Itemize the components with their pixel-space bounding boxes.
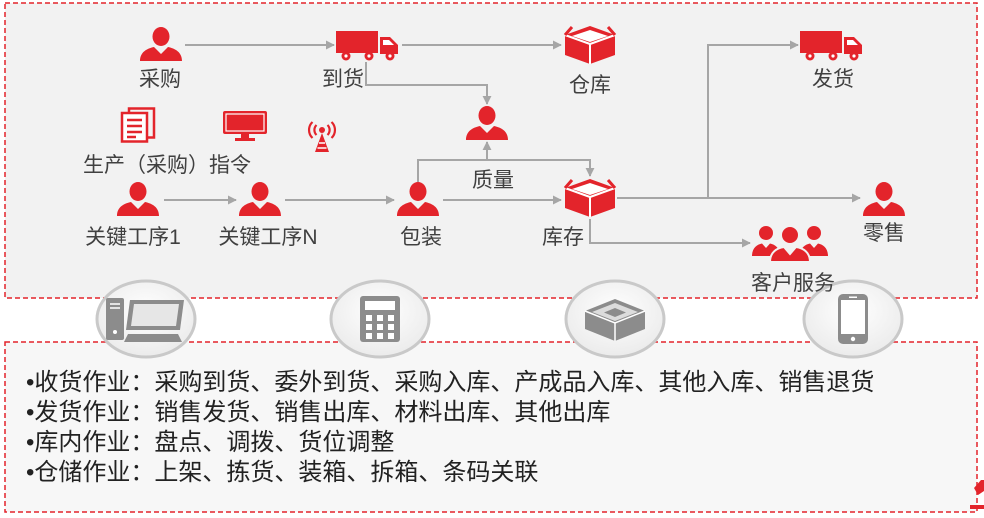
device-badge-scanner [564, 279, 666, 359]
operations-panel [4, 341, 978, 513]
device-badge-computer [95, 279, 197, 359]
label-quality: 质量 [472, 169, 514, 192]
label-warehouse: 仓库 [569, 74, 611, 97]
operation-line-in-warehouse: •库内作业：盘点、调拨、货位调整 [26, 429, 395, 456]
calculator-icon [360, 296, 400, 342]
label-arrival: 到货 [322, 68, 364, 91]
device-badge-calculator [329, 279, 431, 359]
operation-line-receiving: •收货作业：采购到货、委外到货、采购入库、产成品入库、其他入库、销售退货 [26, 369, 875, 396]
connector-packing-loop-to-inventory [417, 159, 595, 182]
logo-fragment-icon [970, 480, 984, 509]
device-badge-phone [802, 279, 904, 359]
label-purchase: 采购 [139, 68, 181, 91]
label-customer-service: 客户服务 [751, 272, 835, 295]
label-shipping: 发货 [812, 68, 854, 91]
label-packing: 包装 [400, 226, 442, 249]
label-key-process-1: 关键工序1 [85, 226, 181, 249]
phone-icon [838, 294, 868, 344]
label-key-process-n: 关键工序N [218, 226, 318, 249]
label-production-order: 生产（采购）指令 [83, 154, 251, 177]
connector-arrival-to-quality [365, 62, 492, 105]
computer-icon [106, 297, 185, 343]
connector-inventory-to-customer-service [589, 219, 751, 248]
label-retail: 零售 [863, 222, 905, 245]
operation-line-storage: •仓储作业：上架、拣货、装箱、拆箱、条码关联 [26, 459, 539, 486]
operations-list: •收货作业：采购到货、委外到货、采购入库、产成品入库、其他入库、销售退货 •发货… [26, 368, 874, 488]
label-inventory: 库存 [542, 226, 584, 249]
operation-line-shipping: •发货作业：销售发货、销售出库、材料出库、其他出库 [26, 399, 611, 426]
